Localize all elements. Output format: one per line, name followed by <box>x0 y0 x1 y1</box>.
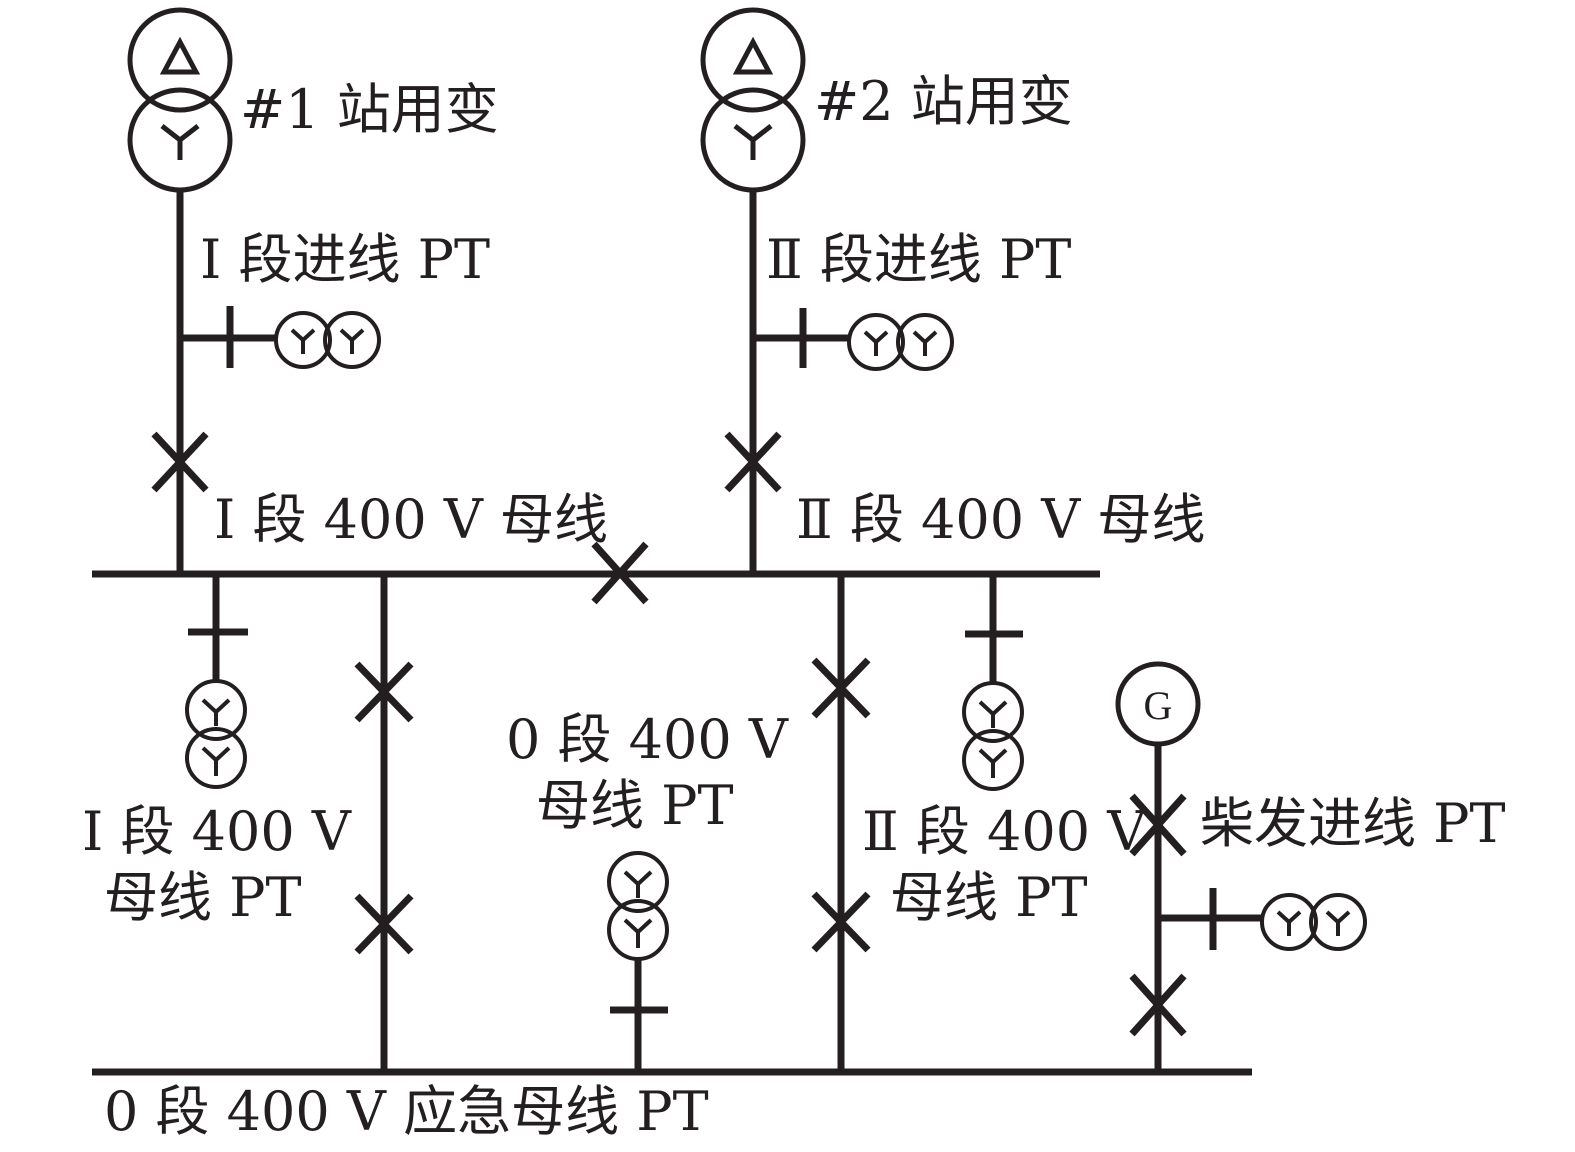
bus-2-label: Ⅱ 段 400 V 母线 <box>796 488 1205 551</box>
right-tie-breaker-lower-icon <box>811 891 871 953</box>
emergency-bus-label: 0 段 400 V 应急母线 PT <box>104 1080 709 1143</box>
incoming-pt-1-icon <box>274 311 381 369</box>
incoming-pt-1-label: Ⅰ 段进线 PT <box>200 228 490 291</box>
incoming-pt-2-label: Ⅱ 段进线 PT <box>766 228 1071 291</box>
incoming-pt-2-icon <box>847 313 954 371</box>
bus-1-label: Ⅰ 段 400 V 母线 <box>214 488 608 551</box>
generator-symbol: G <box>1144 683 1173 728</box>
transformer-1-label: #1 站用变 <box>240 78 499 141</box>
diesel-breaker-upper-icon <box>1129 793 1187 857</box>
bus-0-pt-icon <box>607 851 669 961</box>
transformer-2-icon <box>700 7 806 193</box>
diesel-pt-label: 柴发进线 PT <box>1200 792 1506 855</box>
bus-0-pt-label-line2: 母线 PT <box>536 774 734 837</box>
bus-1-pt-icon <box>185 679 247 789</box>
diesel-breaker-lower-icon <box>1129 973 1187 1037</box>
bus-0-pt-label-line1: 0 段 400 V <box>506 708 789 771</box>
left-tie-breaker-upper-icon <box>354 661 414 723</box>
breaker-feeder-1-icon <box>151 431 209 493</box>
bus-2-pt-icon <box>962 681 1024 791</box>
diesel-pt-icon <box>1260 893 1367 951</box>
bus-1-pt-label-line1: Ⅰ 段 400 V <box>82 800 352 863</box>
bus-tie-breaker-icon <box>591 541 649 605</box>
breaker-feeder-2-icon <box>724 431 782 493</box>
transformer-2-label: #2 站用变 <box>814 70 1073 133</box>
bus-1-pt-label-line2: 母线 PT <box>104 866 302 929</box>
transformer-1-icon <box>127 7 233 193</box>
right-tie-breaker-upper-icon <box>811 657 871 719</box>
left-tie-breaker-lower-icon <box>354 893 414 955</box>
bus-2-pt-label-line1: Ⅱ 段 400 V <box>862 800 1147 863</box>
bus-2-pt-label-line2: 母线 PT <box>890 866 1088 929</box>
